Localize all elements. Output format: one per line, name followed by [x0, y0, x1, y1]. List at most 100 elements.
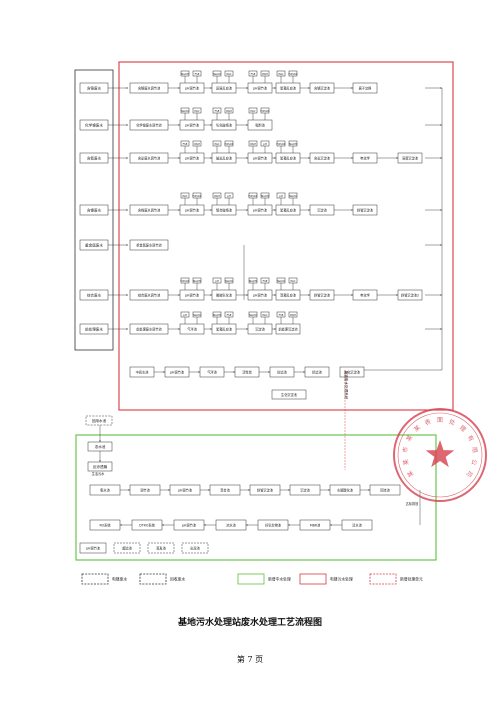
reagent2-2-1: PAM: [192, 140, 202, 147]
source-6: 前处理废水: [79, 323, 109, 335]
green-top-0: 回用水池: [85, 415, 113, 426]
reuse-step5: 精滤池: [304, 366, 330, 378]
reagent-0-2: NaClO: [212, 70, 222, 77]
star-icon: [425, 440, 455, 468]
reagent2-5-3-label: FSE: [263, 279, 268, 283]
reuse-step2-label: 气浮池: [207, 369, 217, 374]
arrowhead: [126, 244, 128, 246]
arrowhead: [368, 489, 370, 491]
arrowhead: [178, 209, 180, 211]
arrowhead: [351, 294, 353, 296]
line0-step6: 离子交换: [352, 82, 378, 94]
reagent2-3-3-label: NaOH: [261, 194, 269, 198]
reagent-0-2-label: NaClO: [213, 72, 221, 76]
reagent-6-3: NaClO: [248, 311, 258, 318]
reagent2-6-1: NaClO: [192, 311, 202, 318]
line0-step4-label: 絮凝反应池: [280, 85, 297, 90]
reagent-3-2-label: PAM: [214, 194, 219, 198]
reagent-1-1-label: NaClO: [181, 109, 189, 113]
line5-step4: 混凝反应池: [275, 289, 301, 301]
reagent-2-2-label: PAC: [215, 142, 220, 146]
arrowhead: [396, 157, 398, 159]
arrowhead: [308, 157, 310, 159]
arrowhead: [288, 489, 290, 491]
line5-step6: 电化学: [352, 289, 378, 301]
arrowhead: [178, 328, 180, 330]
arrowhead: [120, 524, 122, 526]
reagent2-6-2: FSE: [224, 311, 234, 318]
green-r2-2: pH调节池: [173, 519, 205, 531]
reagent2-2-3-label: pH: [263, 142, 267, 146]
arrowhead: [274, 87, 276, 89]
arrowhead: [210, 124, 212, 126]
arrowhead: [208, 489, 210, 491]
arrowhead: [330, 524, 332, 526]
electroplating-system-frame: [118, 61, 454, 411]
arrowhead: [99, 440, 101, 442]
line5-step0-label: 综合废水调节池: [138, 292, 161, 297]
arrowhead: [440, 328, 442, 330]
line3-step6-label: 斜管沉淀池: [357, 207, 374, 212]
source-5-label: 综合废水: [87, 292, 102, 297]
legend-label-4: 新增处理单元: [400, 577, 423, 582]
arrowhead: [178, 124, 180, 126]
arrowhead: [126, 328, 128, 330]
legend-label-3: 电镀污水处理: [330, 577, 353, 582]
legend-swatch-4: [369, 573, 397, 585]
green-r1-1-label: 调节池: [140, 487, 150, 492]
green-r2-0: RO系统: [89, 519, 121, 531]
reagent2-0-4: H2SO4: [289, 70, 298, 77]
line1-step3: 吸附池: [247, 119, 273, 131]
reuse-step2: 气浮池: [199, 366, 225, 378]
line0-step1: pH调节池: [179, 82, 205, 94]
arrowhead: [178, 294, 180, 296]
reagent2-1-3-label: H2SO4: [261, 109, 270, 113]
reagent-5-1-label: H2SO4: [181, 279, 190, 283]
seal-char: 处: [448, 417, 456, 427]
seal-char: 司: [465, 469, 474, 478]
line0-step3-label: pH调节池: [253, 85, 268, 90]
line6-step0: 前处理废水调节池: [129, 323, 169, 335]
line5-step2: 微碱氧化池: [211, 289, 237, 301]
line0-step2-label: 还原反应池: [216, 85, 233, 90]
arrowhead: [396, 294, 398, 296]
arrowhead: [128, 489, 130, 491]
line3-step3-label: pH调节池: [253, 207, 268, 212]
source-4: 重金属废水: [79, 239, 109, 251]
arrowhead: [99, 460, 101, 462]
reagent2-2-2: H2SO4: [225, 140, 234, 147]
line0-step5-label: 含铬沉淀池: [314, 85, 331, 90]
seal-char: 公: [470, 459, 478, 466]
arrowhead: [351, 87, 353, 89]
reagent2-5-3: FSE: [260, 277, 270, 284]
line6-step2: 絮凝反应池: [211, 323, 237, 335]
reuse-step4-label: 砂滤池: [277, 369, 287, 374]
line2-step0: 含氰废水调节池: [129, 152, 169, 164]
green-top-0-label: 回用水池: [92, 418, 107, 423]
reagent-6-1-label: pH: [183, 313, 187, 317]
green-r1-7-label: 回流池: [380, 487, 390, 492]
reagent-5-2-label: pH: [215, 279, 219, 283]
green-r1-3: 混合池: [209, 484, 241, 496]
arrowhead: [274, 328, 276, 330]
arrowhead: [440, 244, 442, 246]
green-r2-6-label: 清水池: [352, 522, 362, 527]
legend-swatch-3: [299, 573, 327, 585]
line0-step4: 絮凝反应池: [275, 82, 301, 94]
line6-step3-label: 沉淀池: [255, 326, 265, 331]
reagent2-0-1: FSE: [192, 70, 202, 77]
green-top-2: 反渗透膜: [87, 461, 113, 472]
line5-step6-label: 电化学: [360, 292, 370, 297]
arrowhead: [246, 124, 248, 126]
line2-step2: 破氰反应池: [211, 152, 237, 164]
line4-step0: 重金属废水调节池: [129, 239, 169, 251]
reagent2-3-1-label: H2SO4: [193, 194, 202, 198]
green-r1-5: 沉淀池: [289, 484, 321, 496]
line2-step3: pH调节池: [247, 152, 273, 164]
reagent2-5-4-label: PAC: [291, 279, 296, 283]
arrowhead: [440, 157, 442, 159]
source-3: 含镍废水: [79, 204, 109, 216]
arrowhead: [126, 87, 128, 89]
reagent-3-3-label: H2SO4: [249, 194, 258, 198]
reagent-1-3: PAC: [248, 107, 258, 114]
